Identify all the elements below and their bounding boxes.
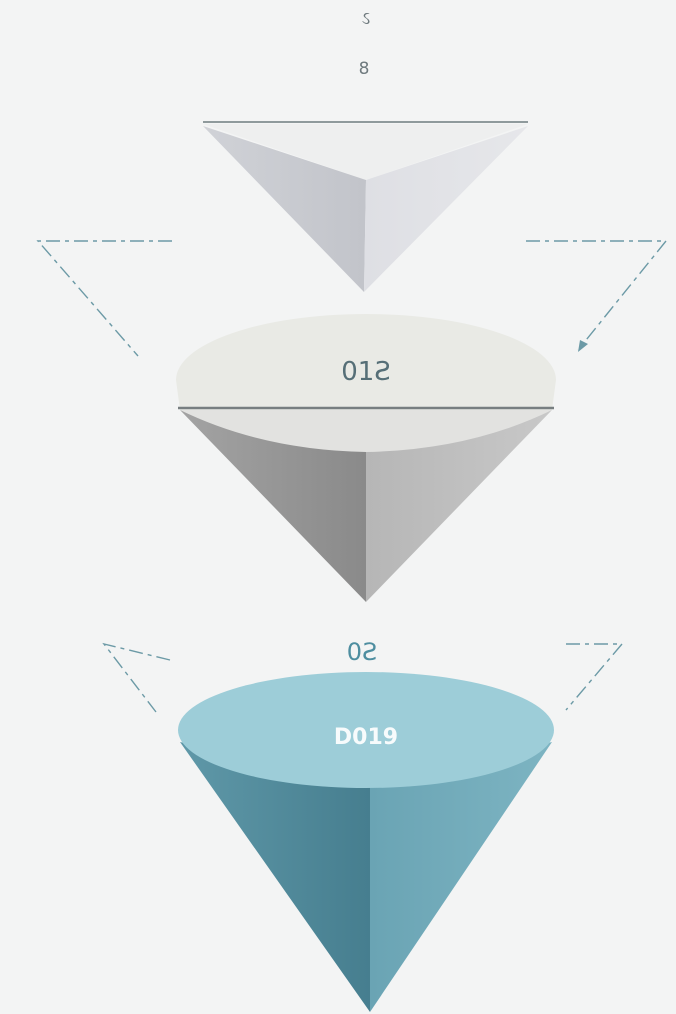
guide-line-upper-right: [526, 240, 668, 351]
cone-3-label: D019: [334, 725, 398, 750]
cone-3-right-face: [370, 742, 552, 1012]
cone-1-right-face: [364, 126, 528, 292]
guide-line-upper-left: [36, 240, 172, 357]
cone-2-right-face: [366, 410, 552, 602]
cone-1: [203, 121, 528, 292]
cone-2-left-face: [180, 410, 366, 602]
cone-3: D019: [178, 672, 554, 1012]
cone-2-label: 01Ƨ: [341, 357, 391, 387]
top-label-2: 8: [359, 59, 370, 79]
arrow-head-upper-right: [578, 340, 588, 352]
cone-3-top-face: [178, 672, 554, 788]
cone-2-lower-band: [180, 410, 552, 452]
guide-line-lower-left: [102, 642, 171, 713]
guide-line-lower-right: [565, 643, 624, 711]
guide-lines-upper: [36, 240, 668, 357]
cone-1-left-face: [203, 126, 366, 292]
cone-3-left-face: [180, 742, 370, 1012]
between-label: 0Ƨ: [347, 638, 378, 666]
cone-1-top-face: [203, 124, 528, 180]
cone-2: 01Ƨ: [176, 314, 556, 602]
cone-2-top-face: [176, 314, 556, 410]
top-label-1: ઽ: [362, 9, 370, 29]
guide-lines-lower: [102, 642, 624, 713]
